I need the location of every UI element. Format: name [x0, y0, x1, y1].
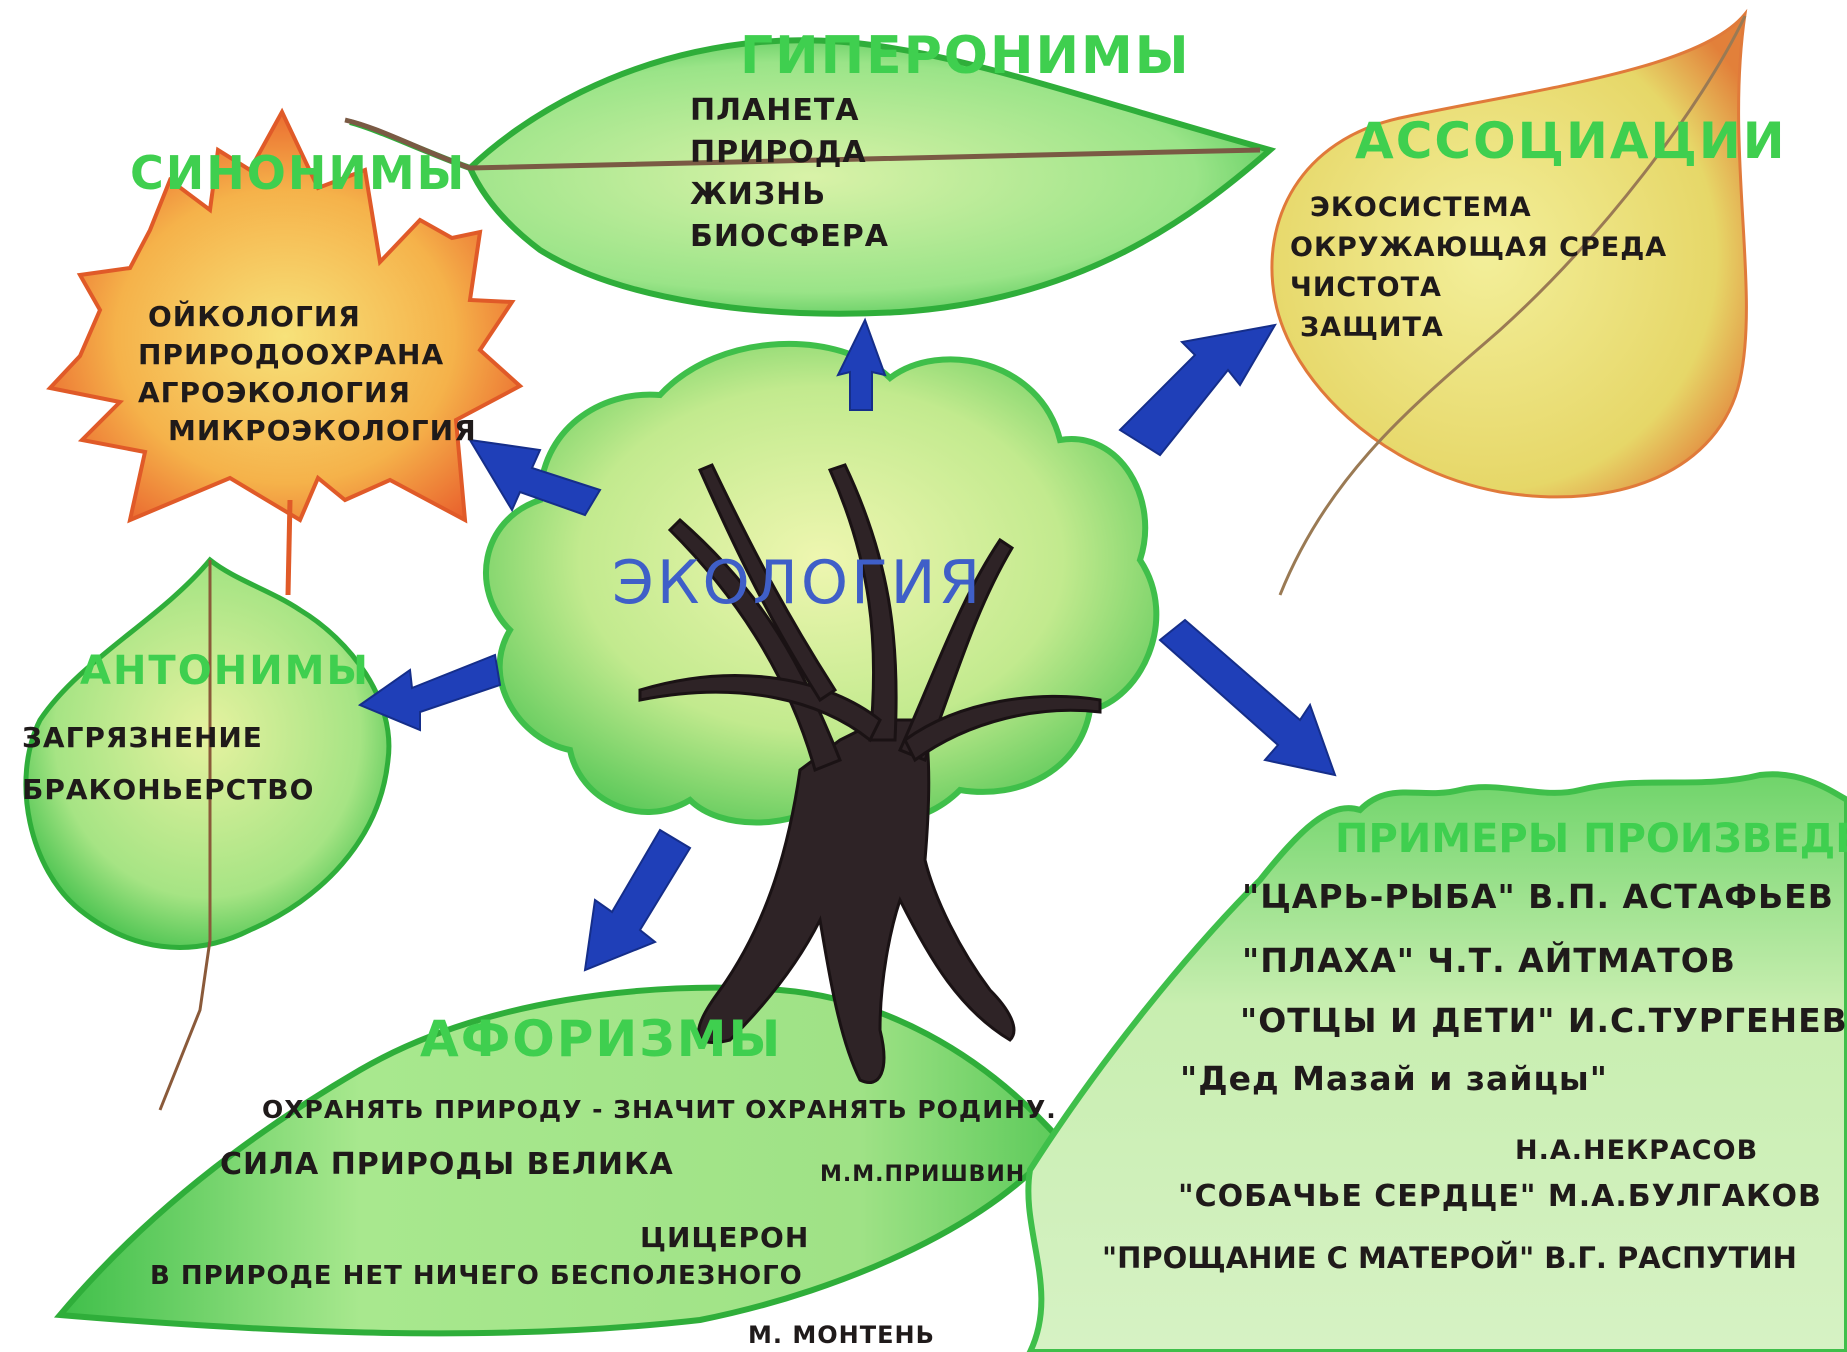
associations-heading: АССОЦИАЦИИ — [1355, 112, 1787, 170]
aphorism-text: СИЛА ПРИРОДЫ ВЕЛИКА — [220, 1147, 674, 1182]
antonyms-item: БРАКОНЬЕРСТВО — [22, 773, 315, 806]
works-leaf — [1025, 771, 1847, 1352]
arrow-to-synonyms — [468, 438, 602, 517]
synonyms-item: АГРОЭКОЛОГИЯ — [138, 376, 411, 409]
associations-item: ЧИСТОТА — [1290, 272, 1442, 303]
hyperonyms-item: ЖИЗНЬ — [690, 177, 827, 212]
associations-item: ЭКОСИСТЕМА — [1310, 192, 1532, 223]
arrows — [357, 317, 1337, 972]
aphorism-author: М.М.ПРИШВИН — [820, 1162, 1026, 1187]
hyperonyms-leaf — [344, 37, 1277, 317]
synonyms-list: ОЙКОЛОГИЯ ПРИРОДООХРАНА АГРОЭКОЛОГИЯ МИК… — [138, 298, 477, 450]
antonyms-heading: АНТОНИМЫ — [80, 648, 370, 694]
hyperonyms-heading: ГИПЕРОНИМЫ — [740, 26, 1191, 86]
aphorisms-heading: АФОРИЗМЫ — [420, 1010, 783, 1068]
associations-item: ОКРУЖАЮЩАЯ СРЕДА — [1290, 232, 1668, 263]
work-line: "ОТЦЫ И ДЕТИ" И.С.ТУРГЕНЕВ — [1240, 1001, 1847, 1040]
synonyms-heading: СИНОНИМЫ — [130, 146, 467, 200]
arrow-to-associations — [1118, 323, 1277, 457]
synonyms-item: ОЙКОЛОГИЯ — [148, 300, 361, 333]
aphorism-author: М. МОНТЕНЬ — [748, 1321, 935, 1349]
arrow-to-hyperonyms — [836, 317, 887, 411]
arrow-to-works — [1158, 618, 1337, 777]
hyperonyms-item: ПРИРОДА — [690, 135, 867, 170]
associations-list: ЭКОСИСТЕМА ОКРУЖАЮЩАЯ СРЕДА ЧИСТОТА ЗАЩИ… — [1290, 188, 1667, 348]
hyperonyms-item: БИОСФЕРА — [690, 219, 889, 254]
work-line: "ЦАРЬ-РЫБА" В.П. АСТАФЬЕВ — [1242, 877, 1834, 916]
aphorism-text: В ПРИРОДЕ НЕТ НИЧЕГО БЕСПОЛЕЗНОГО — [150, 1261, 803, 1291]
hyperonyms-item: ПЛАНЕТА — [690, 93, 860, 128]
synonyms-item: ПРИРОДООХРАНА — [138, 338, 445, 371]
work-line: "Дед Мазай и зайцы" — [1180, 1059, 1608, 1098]
aphorism-text: ОХРАНЯТЬ ПРИРОДУ - ЗНАЧИТ ОХРАНЯТЬ РОДИН… — [262, 1095, 1057, 1124]
antonyms-list: ЗАГРЯЗНЕНИЕ БРАКОНЬЕРСТВО — [22, 712, 314, 816]
aphorism-author: ЦИЦЕРОН — [640, 1221, 810, 1254]
antonyms-item: ЗАГРЯЗНЕНИЕ — [22, 721, 263, 754]
associations-item: ЗАЩИТА — [1300, 312, 1444, 343]
tree-trunk — [638, 463, 1102, 1084]
hyperonyms-list: ПЛАНЕТА ПРИРОДА ЖИЗНЬ БИОСФЕРА — [690, 90, 889, 258]
work-author: Н.А.НЕКРАСОВ — [1515, 1135, 1759, 1166]
work-line: "ПЛАХА" Ч.Т. АЙТМАТОВ — [1242, 941, 1736, 980]
antonyms-leaf — [23, 556, 392, 1111]
synonyms-item: МИКРОЭКОЛОГИЯ — [168, 414, 477, 447]
works-heading: ПРИМЕРЫ ПРОИЗВЕДЕНИ — [1335, 816, 1847, 862]
work-line: "СОБАЧЬЕ СЕРДЦЕ" М.А.БУЛГАКОВ — [1178, 1179, 1822, 1214]
arrow-to-aphorisms — [583, 828, 692, 972]
arrow-to-antonyms — [357, 653, 502, 732]
associations-leaf — [1270, 8, 1748, 596]
central-concept: ЭКОЛОГИЯ — [612, 548, 984, 618]
synonyms-leaf — [46, 107, 524, 596]
aphorisms-leaf — [53, 984, 1064, 1337]
work-line: "ПРОЩАНИЕ С МАТЕРОЙ" В.Г. РАСПУТИН — [1102, 1241, 1797, 1275]
